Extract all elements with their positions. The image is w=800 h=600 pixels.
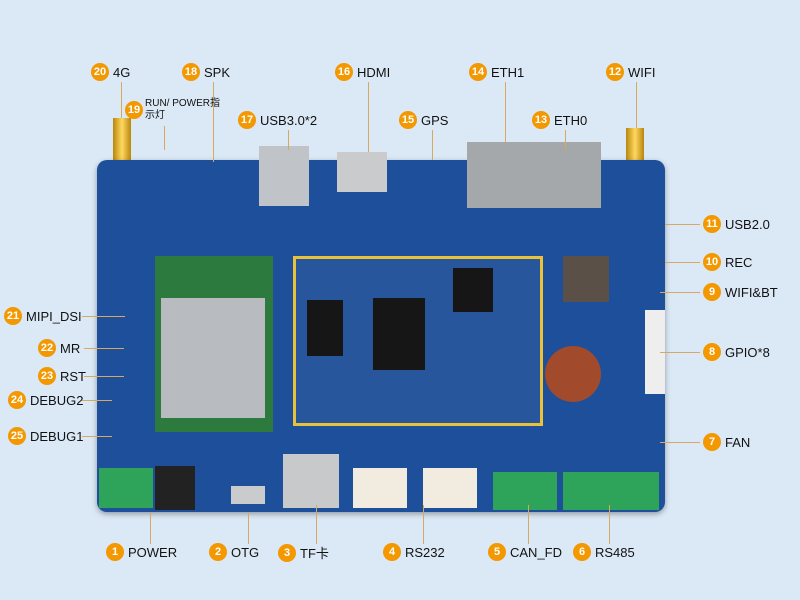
callout-label: RS232 <box>405 544 445 560</box>
callout-label: RST <box>60 368 86 384</box>
callout-label: MR <box>60 340 81 356</box>
badge: 4 <box>383 543 401 561</box>
badge: 22 <box>38 339 56 357</box>
badge: 15 <box>399 111 417 129</box>
badge: 5 <box>488 543 506 561</box>
callout-label: RUN/ POWER指示灯 <box>145 98 220 121</box>
rs485-terminal <box>563 472 659 510</box>
badge: 3 <box>278 543 296 562</box>
badge: 18 <box>182 63 200 81</box>
callout-label: 4G <box>113 64 131 80</box>
badge: 24 <box>8 391 26 409</box>
gpio-header <box>645 310 665 394</box>
callout-label: TF卡 <box>300 546 329 561</box>
power-terminal <box>99 468 153 508</box>
badge: 11 <box>703 215 721 233</box>
rs232-connector <box>353 468 407 508</box>
badge: 12 <box>606 63 624 81</box>
callout-label: CAN_FD <box>510 544 563 560</box>
can-terminal <box>493 472 557 510</box>
flash-chip <box>453 268 493 312</box>
usb3-connector <box>259 146 309 206</box>
dc-jack <box>155 466 195 510</box>
callout-label: OTG <box>231 544 260 560</box>
callout-label: WIFI <box>628 64 656 80</box>
rtc-battery <box>545 346 601 402</box>
badge: 8 <box>703 343 721 361</box>
callout-label: USB2.0 <box>725 216 770 232</box>
badge: 9 <box>703 283 721 301</box>
badge: 17 <box>238 111 256 129</box>
4g-shield <box>161 298 265 418</box>
callout-label: MIPI_DSI <box>26 308 82 324</box>
badge: 20 <box>91 63 109 81</box>
soc-chip <box>373 298 425 370</box>
callout-label: FAN <box>725 434 751 450</box>
badge: 21 <box>4 307 22 325</box>
callout-label: POWER <box>128 544 178 560</box>
callout-label: DEBUG1 <box>30 428 84 444</box>
badge: 13 <box>532 111 550 129</box>
callout-label: DEBUG2 <box>30 392 84 408</box>
callout-label: GPIO*8 <box>725 344 770 360</box>
eth-connector <box>467 142 601 208</box>
badge: 25 <box>8 427 26 445</box>
badge: 2 <box>209 543 227 561</box>
hdmi-connector <box>337 152 387 192</box>
badge: 14 <box>469 63 487 81</box>
badge: 19 <box>125 101 143 119</box>
callout-label: HDMI <box>357 64 391 80</box>
callout-label: REC <box>725 254 753 270</box>
wifi-bt-module <box>563 256 609 302</box>
callout-label: ETH0 <box>554 112 588 128</box>
board <box>97 142 665 512</box>
callout-label: SPK <box>204 64 231 80</box>
otg-port <box>231 486 265 504</box>
badge: 1 <box>106 543 124 561</box>
badge: 7 <box>703 433 721 451</box>
callout-label: GPS <box>421 112 449 128</box>
callout-label: ETH1 <box>491 64 525 80</box>
memory-chip <box>307 300 343 356</box>
callout-label: WIFI&BT <box>725 284 778 300</box>
badge: 23 <box>38 367 56 385</box>
callout-label: RS485 <box>595 544 635 560</box>
badge: 6 <box>573 543 591 561</box>
badge: 10 <box>703 253 721 271</box>
tf-slot <box>283 454 339 508</box>
callout-tf: 3 TF卡 <box>278 543 329 562</box>
rs232-connector-2 <box>423 468 477 508</box>
callout-label: USB3.0*2 <box>260 112 318 128</box>
badge: 16 <box>335 63 353 81</box>
